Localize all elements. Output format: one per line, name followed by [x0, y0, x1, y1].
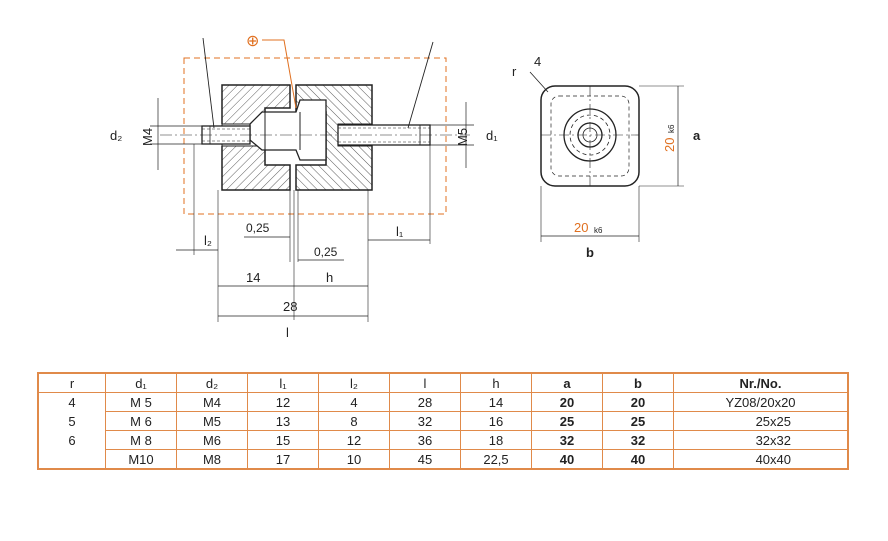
- cell-d1: M10: [105, 449, 177, 470]
- r-label: r: [512, 64, 517, 79]
- cell-d2: M5: [176, 411, 248, 431]
- b-k6-label: k6: [594, 226, 603, 235]
- cell-b: 32: [602, 430, 674, 450]
- cell-l: 28: [389, 392, 461, 412]
- cell-d1: M 6: [105, 411, 177, 431]
- cell-a: 20: [531, 392, 603, 412]
- cell-r: [37, 449, 106, 470]
- table-row: 6 M 8 M6 15 12 36 18 32 32 32x32: [37, 430, 849, 450]
- cell-a: 40: [531, 449, 603, 470]
- cell-h: 18: [460, 430, 532, 450]
- l-label: l: [286, 325, 289, 340]
- col-l1: l₁: [247, 372, 319, 393]
- dim-28-label: 28: [283, 299, 297, 314]
- cell-a: 25: [531, 411, 603, 431]
- cell-r: 4: [37, 392, 106, 412]
- cell-l1: 15: [247, 430, 319, 450]
- cell-d2: M8: [176, 449, 248, 470]
- col-l2: l₂: [318, 372, 390, 393]
- cell-d1: M 5: [105, 392, 177, 412]
- cell-nr: 32x32: [673, 430, 849, 450]
- gap-right-label: 0,25: [314, 245, 338, 259]
- cell-l: 32: [389, 411, 461, 431]
- cell-a: 32: [531, 430, 603, 450]
- gap-left-label: 0,25: [246, 221, 270, 235]
- cell-l2: 12: [318, 430, 390, 450]
- a-20-label: 20: [662, 138, 677, 152]
- table-row: M10 M8 17 10 45 22,5 40 40 40x40: [37, 449, 849, 470]
- cell-l2: 10: [318, 449, 390, 470]
- col-l: l: [389, 372, 461, 393]
- cell-d2: M6: [176, 430, 248, 450]
- col-d1: d₁: [105, 372, 177, 393]
- d2-label: d₂: [110, 128, 122, 143]
- cell-l2: 4: [318, 392, 390, 412]
- col-nr: Nr./No.: [673, 372, 849, 393]
- dim-14-label: 14: [246, 270, 260, 285]
- table-header-row: r d₁ d₂ l₁ l₂ l h a b Nr./No.: [37, 372, 849, 393]
- cell-d1: M 8: [105, 430, 177, 450]
- technical-drawing: ⊕ d₂ M4 M5 d₁ 0,25 0,25 l₂ l₁ 14: [110, 33, 701, 340]
- r-value-label: 4: [534, 54, 541, 69]
- cell-nr: 25x25: [673, 411, 849, 431]
- side-view: r 4 20 k6 a 20 k6 b: [512, 54, 701, 260]
- table-row: 4 M 5 M4 12 4 28 14 20 20 YZ08/20x20: [37, 392, 849, 412]
- section-view: ⊕ d₂ M4 M5 d₁ 0,25 0,25 l₂ l₁ 14: [110, 33, 498, 340]
- cell-h: 22,5: [460, 449, 532, 470]
- b-label: b: [586, 245, 594, 260]
- cell-b: 20: [602, 392, 674, 412]
- spec-table: r d₁ d₂ l₁ l₂ l h a b Nr./No. 4 M 5 M4 1…: [37, 372, 849, 470]
- col-a: a: [531, 372, 603, 393]
- col-b: b: [602, 372, 674, 393]
- cell-h: 14: [460, 392, 532, 412]
- col-r: r: [37, 372, 106, 393]
- cell-d2: M4: [176, 392, 248, 412]
- cell-nr: YZ08/20x20: [673, 392, 849, 412]
- a-k6-label: k6: [667, 124, 676, 133]
- table-row: 5 M 6 M5 13 8 32 16 25 25 25x25: [37, 411, 849, 431]
- weld-symbol-icon: ⊕: [246, 33, 259, 50]
- cell-l1: 12: [247, 392, 319, 412]
- cell-nr: 40x40: [673, 449, 849, 470]
- cell-l: 45: [389, 449, 461, 470]
- cell-h: 16: [460, 411, 532, 431]
- h-label: h: [326, 270, 333, 285]
- cell-r: 6: [37, 430, 106, 450]
- a-label: a: [693, 128, 701, 143]
- cell-l1: 17: [247, 449, 319, 470]
- l1-label: l₁: [396, 224, 404, 239]
- m5-label: M5: [455, 128, 470, 146]
- cell-b: 40: [602, 449, 674, 470]
- m4-label: M4: [140, 128, 155, 146]
- cell-r: 5: [37, 411, 106, 431]
- weld-leader: [262, 39, 297, 109]
- b-20-label: 20: [574, 220, 588, 235]
- d1-label: d₁: [486, 128, 498, 143]
- l2-label: l₂: [204, 233, 212, 248]
- col-d2: d₂: [176, 372, 248, 393]
- cell-b: 25: [602, 411, 674, 431]
- envelope-outline: [183, 57, 447, 215]
- cell-l1: 13: [247, 411, 319, 431]
- col-h: h: [460, 372, 532, 393]
- cell-l: 36: [389, 430, 461, 450]
- cell-l2: 8: [318, 411, 390, 431]
- center-stud: [249, 99, 327, 161]
